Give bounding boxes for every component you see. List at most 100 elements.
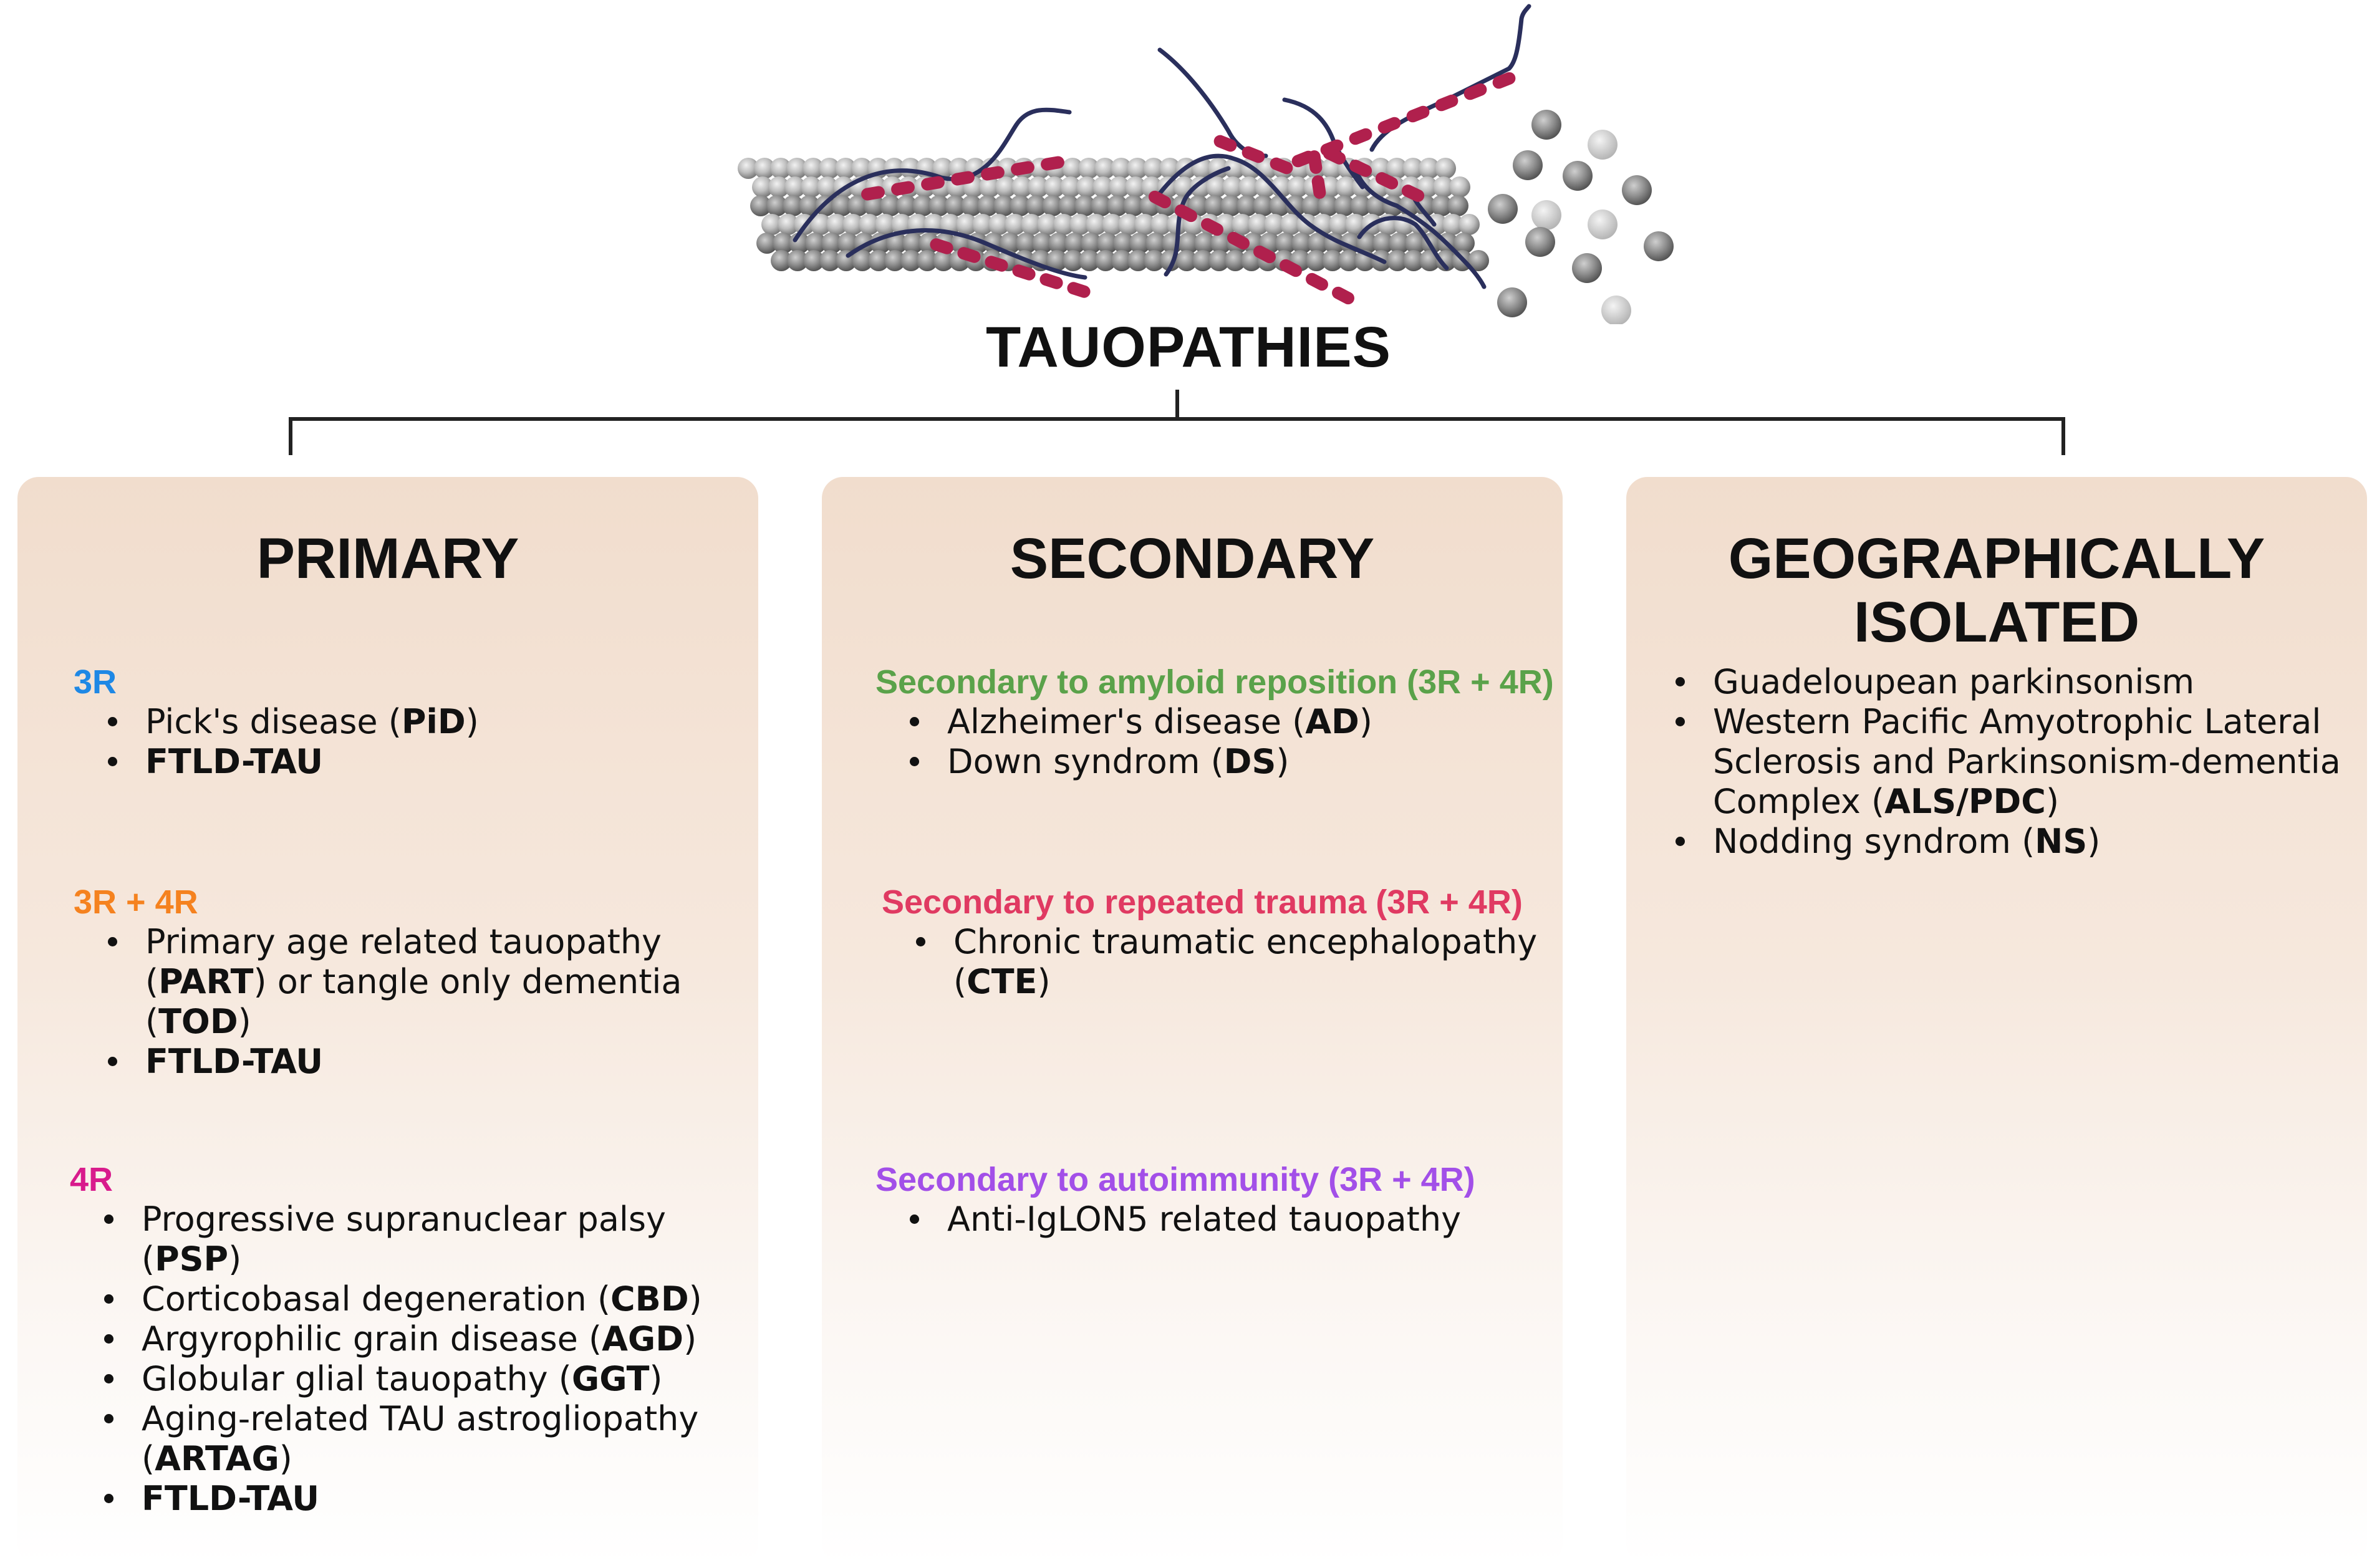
tubulin-bead <box>1028 176 1049 198</box>
tubulin-bead <box>1063 250 1084 271</box>
tubulin-bead <box>1402 158 1424 179</box>
tubulin-bead <box>1329 214 1350 235</box>
tau-repeat-segment <box>861 186 885 201</box>
tubulin-bead <box>1459 214 1480 235</box>
list-item: Down syndrom (DS) <box>875 742 1555 782</box>
tau-repeat-segment <box>957 247 981 263</box>
primary-3r-group: 3R Pick's disease (PiD) FTLD-TAU <box>74 662 735 782</box>
diagram-title: TAUOPATHIES <box>986 315 1391 379</box>
tubulin-bead <box>1449 176 1470 198</box>
tubulin-bead <box>1248 214 1269 235</box>
tubulin-bead <box>1194 233 1215 254</box>
tubulin-bead <box>1468 250 1489 271</box>
list-item: Argyrophilic grain disease (AGD) <box>70 1319 743 1359</box>
tubulin-bead <box>1145 233 1167 254</box>
geo-group: Guadeloupean parkinsonism Western Pacifi… <box>1641 662 2363 862</box>
tubulin-bead <box>1433 176 1454 198</box>
tubulin-bead <box>995 176 1016 198</box>
tubulin-bead <box>917 250 938 271</box>
tubulin-bead <box>1053 214 1074 235</box>
tubulin-bead <box>1111 250 1132 271</box>
tubulin-bead <box>819 158 840 179</box>
tubulin-bead <box>821 233 842 254</box>
tubulin-bead <box>803 250 824 271</box>
tubulin-bead <box>1220 195 1242 216</box>
secondary-trauma-group: Secondary to repeated trauma (3R + 4R) C… <box>882 882 1555 1002</box>
tubulin-bead <box>842 214 864 235</box>
list-item: Corticobasal degeneration (CBD) <box>70 1279 743 1319</box>
secondary-panel: SECONDARY Secondary to amyloid repositio… <box>822 477 1563 1565</box>
tubulin-bead <box>1062 158 1083 179</box>
tubulin-bead <box>1026 195 1047 216</box>
tubulin-bead <box>979 176 1000 198</box>
tubulin-bead <box>1322 250 1343 271</box>
tubulin-bead <box>1225 250 1246 271</box>
tau-repeat-segment <box>1039 273 1063 289</box>
tubulin-bead <box>1081 233 1102 254</box>
tubulin-bead <box>1336 176 1357 198</box>
tubulin-bead <box>1287 176 1308 198</box>
tubulin-bead <box>784 176 806 198</box>
tubulin-bead <box>1318 195 1339 216</box>
tubulin-bead <box>1435 158 1456 179</box>
tubulin-bead <box>761 214 783 235</box>
tau-repeat-segment <box>921 176 945 191</box>
tubulin-bead <box>1232 214 1253 235</box>
primary-4r-group: 4R Progressive supranuclear palsy(PSP) C… <box>70 1160 743 1519</box>
list-item: Aging-related TAU astrogliopathy(ARTAG) <box>70 1399 743 1479</box>
tubulin-bead <box>1264 214 1285 235</box>
tau-repeat-segment <box>1463 83 1487 100</box>
tau-repeat-segment <box>1149 190 1171 209</box>
tubulin-bead <box>884 250 905 271</box>
tau-repeat-segment <box>1323 147 1346 165</box>
tubulin-bead <box>810 214 831 235</box>
tubulin-bead <box>859 214 880 235</box>
secondary-title: SECONDARY <box>1010 527 1375 590</box>
tree-connector <box>289 390 2065 455</box>
tubulin-bead <box>1454 233 1475 254</box>
tubulin-bead <box>1306 250 1327 271</box>
tubulin-bead <box>1058 195 1079 216</box>
tubulin-bead <box>880 195 901 216</box>
tau-repeat-segment <box>1201 218 1223 236</box>
list-item: Globular glial tauopathy (GGT) <box>70 1359 743 1399</box>
list-item: Progressive supranuclear palsy(PSP) <box>70 1200 743 1279</box>
tau-repeat-segment <box>1280 259 1302 277</box>
list-item: Chronic traumatic encephalopathy(CTE) <box>882 922 1555 1002</box>
tubulin-bead <box>1127 250 1149 271</box>
tau-repeat-segment <box>1332 286 1354 305</box>
tau-repeat-segment <box>1349 160 1372 177</box>
tubulin-bead <box>1134 214 1155 235</box>
tubulin-bead <box>766 195 788 216</box>
tubulin-bead <box>831 195 852 216</box>
tubulin-bead <box>1107 195 1128 216</box>
tubulin-bead <box>1238 176 1260 198</box>
primary-title: PRIMARY <box>256 527 519 590</box>
list-item: Guadeloupean parkinsonism <box>1641 662 2363 702</box>
tubulin-bead <box>988 214 1010 235</box>
tubulin-bead <box>1094 158 1116 179</box>
tubulin-bead <box>1113 233 1134 254</box>
tubulin-bead <box>819 250 841 271</box>
tau-repeat-segment <box>1175 204 1197 223</box>
tubulin-bead <box>1102 214 1123 235</box>
tubulin-bead <box>1125 176 1146 198</box>
tubulin-bead <box>852 250 873 271</box>
tubulin-bead <box>1291 233 1313 254</box>
secondary-amyloid-group: Secondary to amyloid reposition (3R + 4R… <box>875 662 1555 782</box>
tubulin-bead <box>1208 250 1230 271</box>
tubulin-bead <box>1237 195 1258 216</box>
tubulin-bead <box>803 158 824 179</box>
group-label: Secondary to amyloid reposition (3R + 4R… <box>875 663 1554 701</box>
tubulin-bead <box>1046 250 1068 271</box>
group-label: 3R <box>74 663 117 701</box>
tau-repeat-segment <box>1492 72 1516 89</box>
secondary-autoimmunity-group: Secondary to autoimmunity (3R + 4R) Anti… <box>875 1160 1555 1239</box>
tau-repeat-segment <box>1067 282 1091 298</box>
tubulin-bead <box>768 176 789 198</box>
group-label: Secondary to autoimmunity (3R + 4R) <box>875 1161 1475 1198</box>
tubulin-bead <box>750 195 771 216</box>
tubulin-bead <box>932 158 953 179</box>
tubulin-bead <box>1431 195 1452 216</box>
